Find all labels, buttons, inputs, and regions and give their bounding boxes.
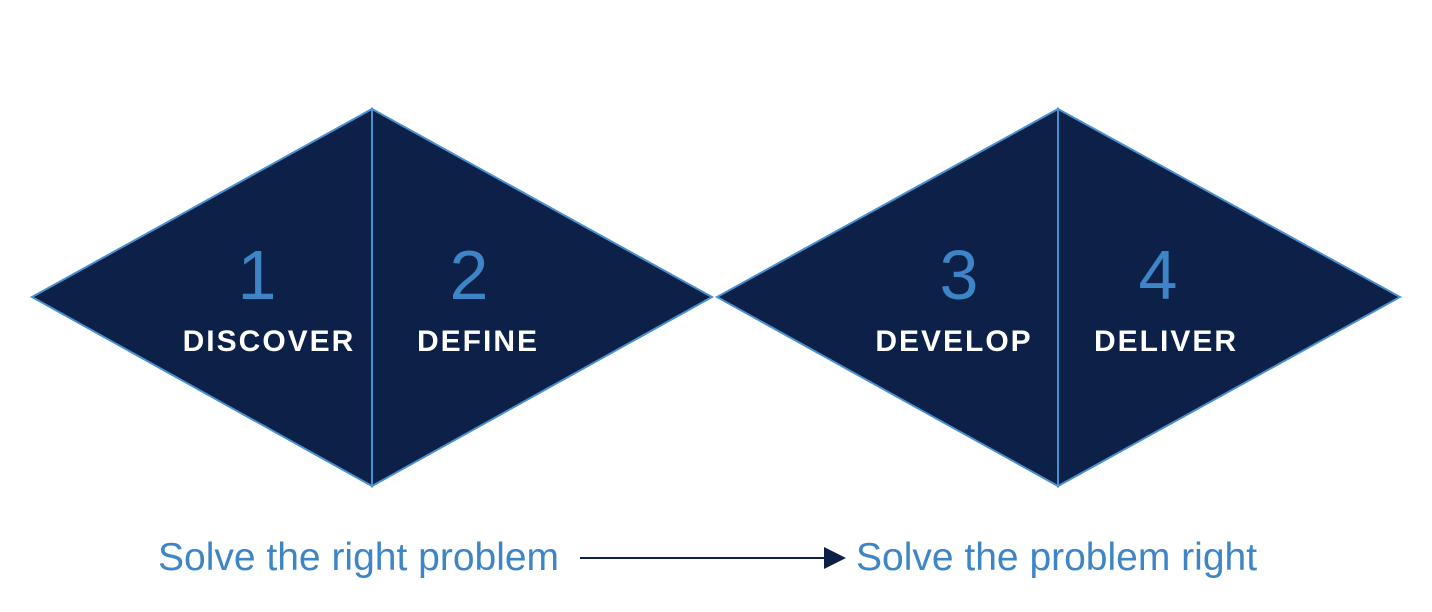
phase-1-number: 1 (238, 236, 277, 314)
phase-1-discover-triangle (29, 107, 373, 488)
phase-4-number: 4 (1139, 236, 1178, 314)
diamond-2 (714, 107, 1403, 488)
caption-right: Solve the problem right (856, 536, 1257, 579)
caption-left: Solve the right problem (158, 536, 559, 579)
phase-2-define-triangle (371, 107, 715, 488)
phase-4-deliver-triangle (1057, 107, 1403, 488)
phase-2-label: DEFINE (417, 325, 539, 358)
phase-3-label: DEVELOP (875, 325, 1032, 358)
diamond-1 (29, 107, 715, 488)
phase-2-number: 2 (450, 236, 489, 314)
phase-3-number: 3 (940, 236, 979, 314)
phase-1-label: DISCOVER (183, 325, 356, 358)
arrow-head-icon (824, 547, 846, 569)
phase-3-develop-triangle (714, 107, 1059, 488)
arrow-connector (580, 547, 846, 569)
phase-4-label: DELIVER (1094, 325, 1238, 358)
